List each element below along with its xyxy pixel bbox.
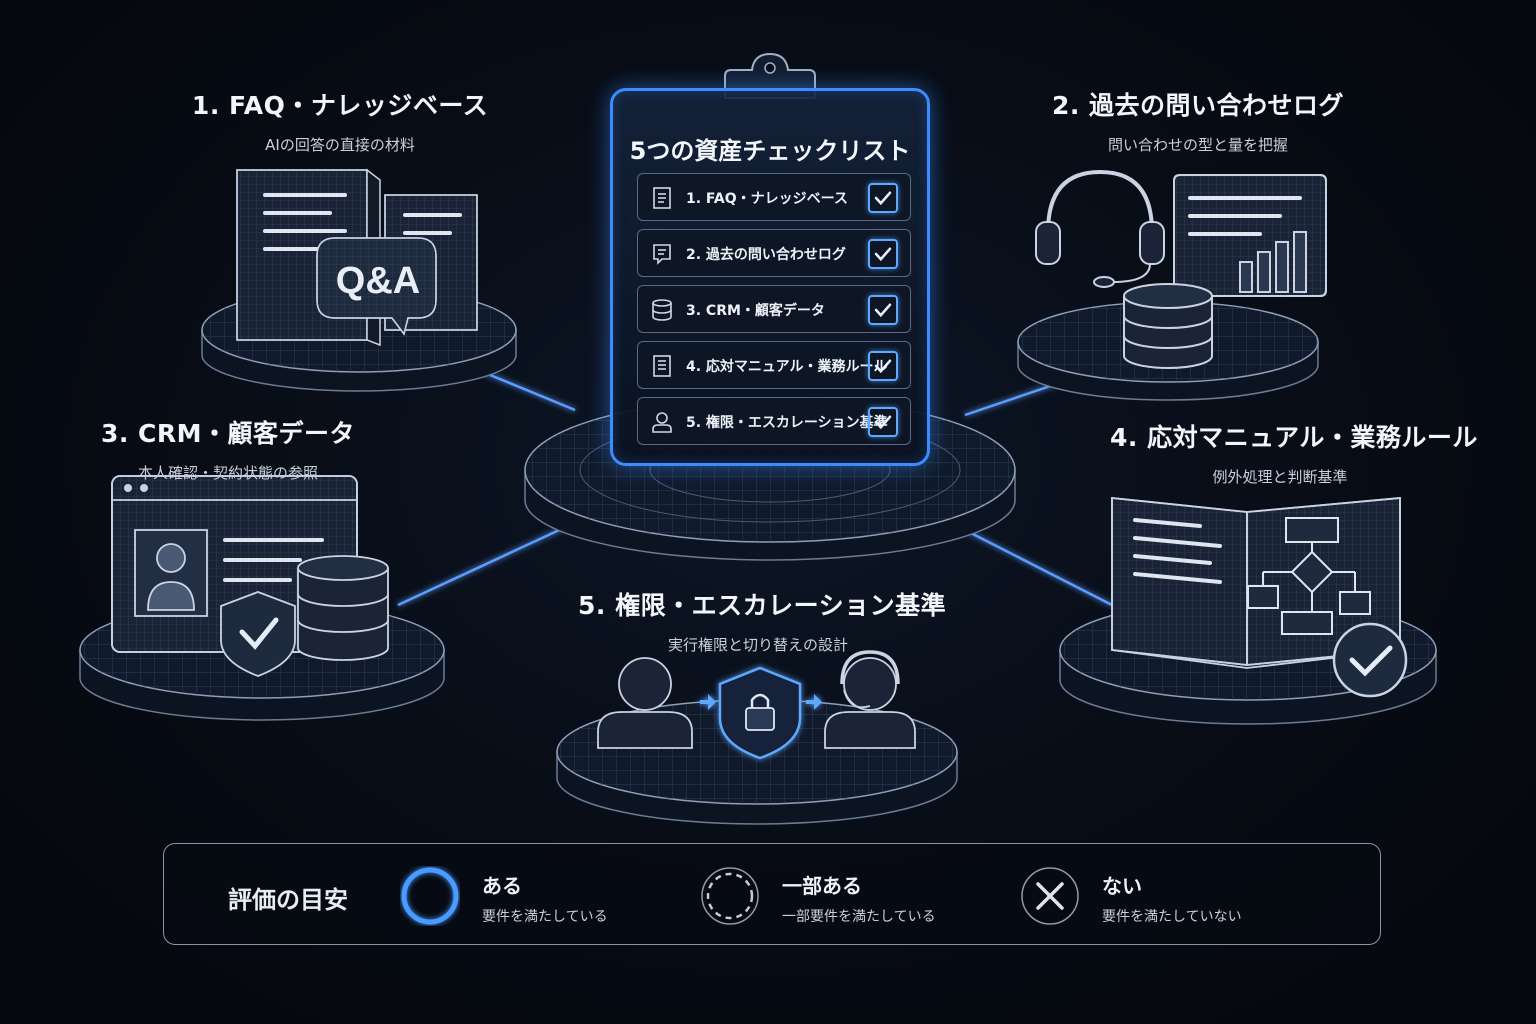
- circle-dashed-icon: [701, 867, 759, 925]
- legend-item-label: ない: [1102, 874, 1142, 898]
- asset-label-crm: 3. CRM・顧客データ 本人確認・契約状態の参照: [88, 414, 368, 483]
- asset-label-faq: 1. FAQ・ナレッジベース AIの回答の直接の材料: [190, 86, 490, 155]
- checklist-item-crm: 3. CRM・顧客データ: [637, 285, 911, 333]
- checkbox-checked-icon[interactable]: [868, 183, 898, 213]
- legend-item-desc: 要件を満たしていない: [1102, 909, 1242, 925]
- legend-item-label: 一部ある: [782, 874, 862, 898]
- checkbox-checked-icon[interactable]: [868, 407, 898, 437]
- profile-shield-database-icon: [111, 475, 389, 677]
- evaluation-legend: 評価の目安 ある 要件を満たしている 一部ある 一部要件を満たしている ない 要…: [163, 843, 1381, 945]
- checkbox-checked-icon[interactable]: [868, 295, 898, 325]
- legend-item-label: ある: [482, 874, 522, 898]
- asset-title: 3. CRM・顧客データ: [100, 419, 356, 448]
- asset-title: 2. 過去の問い合わせログ: [1051, 91, 1345, 120]
- qa-text: Q&A: [336, 260, 420, 302]
- document-icon: [653, 187, 671, 209]
- checkbox-checked-icon[interactable]: [868, 239, 898, 269]
- user-lock-operator-icon: [597, 650, 916, 760]
- asset-subtitle: 本人確認・契約状態の参照: [137, 464, 318, 482]
- database-icon: [652, 299, 672, 321]
- checklist-clipboard: 5つの資産チェックリスト 1. FAQ・ナレッジベース 2. 過去の問い合わせロ…: [610, 88, 930, 466]
- checklist-item-logs: 2. 過去の問い合わせログ: [637, 229, 911, 277]
- legend-item-desc: 一部要件を満たしている: [782, 909, 936, 925]
- manual-flowchart-icon: [1111, 497, 1408, 698]
- checklist-item-label: 3. CRM・顧客データ: [686, 303, 825, 319]
- clipboard-clip: [724, 52, 816, 99]
- checklist-item-label: 1. FAQ・ナレッジベース: [686, 191, 848, 207]
- checklist-item-label: 4. 応対マニュアル・業務ルール: [686, 359, 888, 375]
- asset-title: 4. 応対マニュアル・業務ルール: [1110, 423, 1478, 452]
- log-note-icon: [653, 244, 671, 265]
- asset-subtitle: 実行権限と切り替えの設計: [667, 636, 848, 654]
- cross-icon: [1021, 867, 1079, 925]
- qa-documents-icon: [236, 168, 478, 347]
- person-icon: [652, 412, 672, 433]
- asset-title: 1. FAQ・ナレッジベース: [191, 91, 489, 120]
- checkbox-checked-icon[interactable]: [868, 351, 898, 381]
- flow-arrows: [700, 694, 822, 710]
- circle-solid-icon: [401, 867, 459, 925]
- headset-chart-icon: [1035, 169, 1327, 369]
- legend-item-desc: 要件を満たしている: [482, 909, 608, 925]
- checklist-title: 5つの資産チェックリスト: [629, 137, 911, 165]
- manual-icon: [653, 355, 671, 377]
- asset-label-escalation: 5. 権限・エスカレーション基準 実行権限と切り替えの設計: [578, 586, 947, 655]
- checklist-item-label: 5. 権限・エスカレーション基準: [686, 415, 888, 431]
- checklist-item-label: 2. 過去の問い合わせログ: [686, 247, 846, 263]
- checklist-item-manual: 4. 応対マニュアル・業務ルール: [637, 341, 911, 389]
- asset-subtitle: AIの回答の直接の材料: [265, 136, 415, 154]
- asset-label-manual: 4. 応対マニュアル・業務ルール 例外処理と判断基準: [1110, 418, 1478, 487]
- asset-subtitle: 例外処理と判断基準: [1212, 468, 1348, 486]
- asset-subtitle: 問い合わせの型と量を把握: [1107, 136, 1288, 154]
- asset-label-logs: 2. 過去の問い合わせログ 問い合わせの型と量を把握: [1048, 86, 1348, 155]
- checklist-item-faq: 1. FAQ・ナレッジベース: [637, 173, 911, 221]
- legend-title: 評価の目安: [228, 886, 348, 914]
- checklist-item-escalation: 5. 権限・エスカレーション基準: [637, 397, 911, 445]
- asset-title: 5. 権限・エスカレーション基準: [578, 591, 947, 620]
